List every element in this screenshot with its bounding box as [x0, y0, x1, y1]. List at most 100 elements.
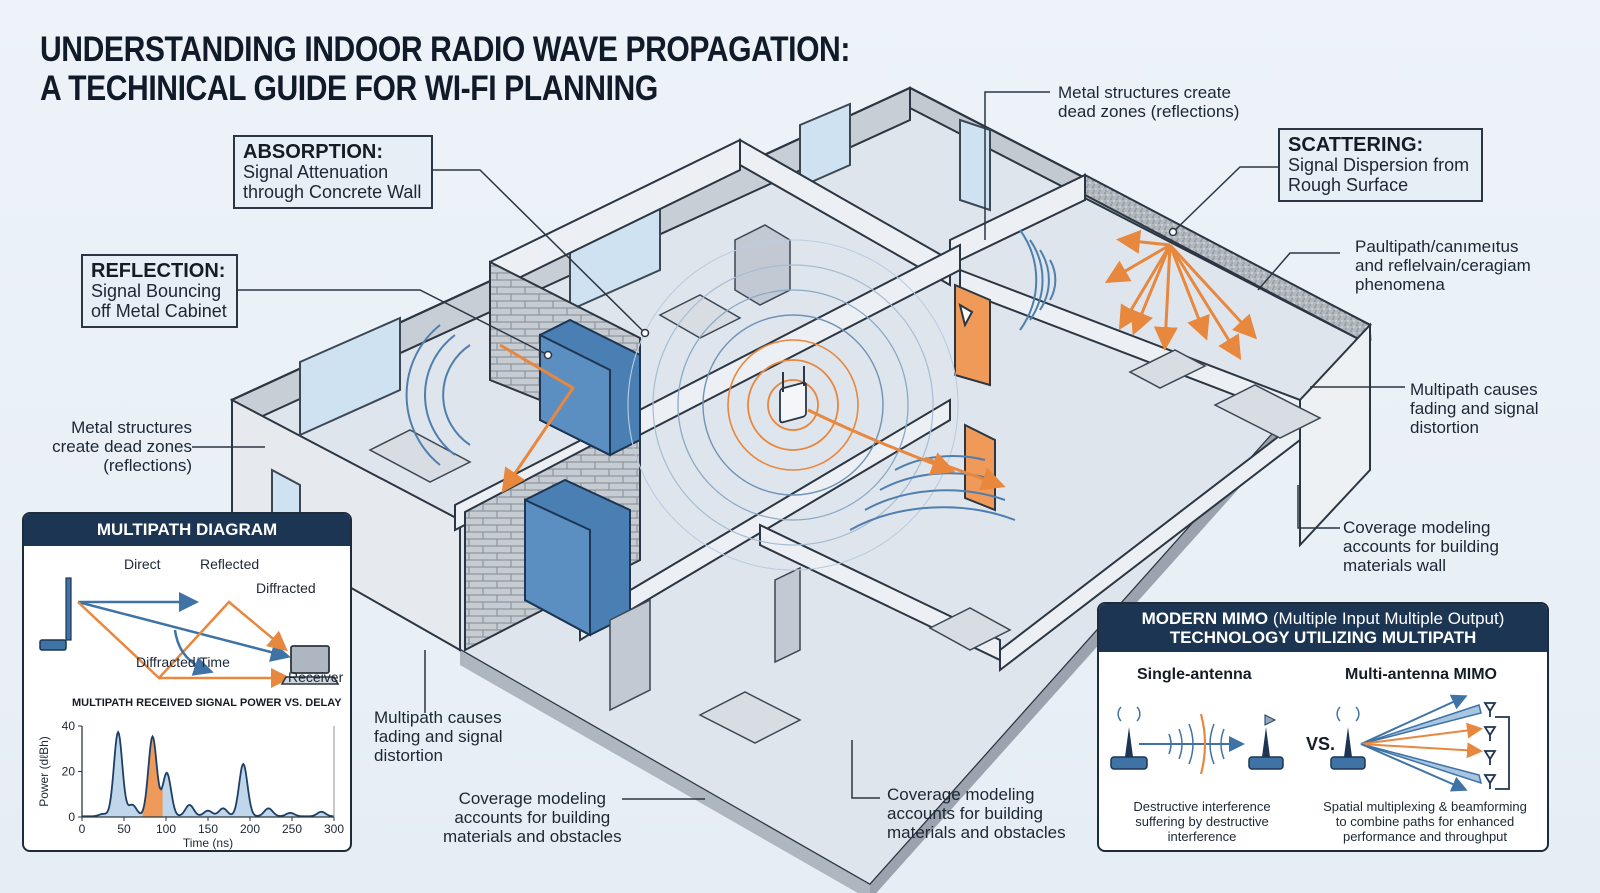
note-line: Coverage modeling [458, 789, 606, 808]
receiver-antenna-icon [1248, 714, 1284, 770]
note-line: distortion [374, 746, 443, 765]
note-line: materials and obstacles [887, 823, 1066, 842]
mimo-title-bold: MODERN MIMO [1141, 609, 1269, 628]
mimo-title-line-2: TECHNOLOGY UTILIZING MULTIPATH [1169, 628, 1477, 647]
note-line: Metal structures [71, 418, 192, 437]
laptop-icon [280, 645, 340, 685]
mimo-router-icon [1330, 706, 1366, 770]
single-antenna-router-icon [1110, 706, 1148, 770]
note-metal-left: Metal structures create dead zones (refl… [30, 418, 192, 475]
mimo-antenna-array-icon [1483, 702, 1510, 790]
x-tick-label: 0 [79, 822, 86, 836]
mimo-panel: MODERN MIMO (Multiple Input Multiple Out… [1097, 602, 1549, 852]
note-line: accounts for building [1343, 537, 1499, 556]
single-antenna-caption: Destructive interference suffering by de… [1117, 799, 1287, 844]
single-antenna-title: Single-antenna [1137, 666, 1252, 683]
mimo-title-light: (Multiple Input Multiple Output) [1272, 609, 1505, 628]
ray-arrows [499, 229, 1258, 493]
note-line: and reflelvain/ceragiam [1355, 256, 1531, 275]
interference-orange-wave [1199, 713, 1207, 775]
note-line: (reflections) [103, 456, 192, 475]
chart-title: MULTIPATH RECEIVED SIGNAL POWER VS. DELA… [72, 697, 342, 709]
absorption-line-2: through Concrete Wall [243, 182, 422, 202]
x-tick-label: 150 [198, 822, 218, 836]
reflection-line-2: off Metal Cabinet [91, 301, 227, 321]
doors [954, 283, 996, 512]
highlighted-peak [142, 736, 163, 817]
y-tick-label: 40 [62, 719, 76, 733]
title-line-2: A TECHINICAL GUIDE FOR WI-FI PLANNING [40, 69, 658, 108]
multipath-ray-diagram [39, 577, 340, 688]
note-multipath-right: Multipath causes fading and signal disto… [1410, 380, 1539, 437]
caption-line: Spatial multiplexing & beamforming [1323, 799, 1527, 814]
label-diffracted-time: Diffracted Time [136, 654, 230, 670]
note-line: accounts for building [887, 804, 1043, 823]
note-coverage-right: Coverage modeling accounts for building … [1343, 518, 1499, 575]
note-line: Multipath causes [374, 708, 502, 727]
mimo-panel-title: MODERN MIMO (Multiple Input Multiple Out… [1099, 604, 1547, 652]
x-axis-label: Time (ns) [183, 836, 233, 850]
x-tick-label: 300 [324, 822, 344, 836]
x-tick-label: 200 [240, 822, 260, 836]
absorption-heading: ABSORPTION: [243, 141, 383, 163]
label-diffracted: Diffracted [256, 580, 316, 596]
scattering-line-2: Rough Surface [1288, 175, 1409, 195]
multi-antenna-title: Multi-antenna MIMO [1345, 666, 1497, 683]
label-reflected: Reflected [200, 556, 260, 572]
multi-antenna-caption: Spatial multiplexing & beamforming to co… [1299, 799, 1547, 844]
note-line: create dead zones [52, 437, 192, 456]
note-multipath-bottom: Multipath causes fading and signal disto… [374, 708, 503, 765]
multipath-diagram-panel: MULTIPATH DIAGRAM Direct Reflected Diffr… [22, 512, 352, 852]
caption-line: suffering by destructive [1135, 814, 1269, 829]
note-line: Coverage modeling [887, 785, 1035, 804]
caption-line: to combine paths for enhanced [1335, 814, 1515, 829]
y-tick-label: 20 [62, 765, 76, 779]
reflection-line-1: Signal Bouncing [91, 281, 222, 301]
label-direct: Direct [124, 556, 161, 572]
scattering-line-1: Signal Dispersion from [1288, 155, 1470, 175]
x-tick-label: 50 [117, 822, 131, 836]
interference-waves [1168, 723, 1225, 765]
mimo-beams [1360, 694, 1483, 792]
router-icon [39, 577, 72, 651]
page-title: UNDERSTANDING INDOOR RADIO WAVE PROPAGAT… [40, 30, 850, 108]
reflection-heading: REFLECTION: [91, 260, 226, 282]
note-line: distortion [1410, 418, 1479, 437]
note-paultipath: Paultipath/canımeıtus and reflelvain/cer… [1355, 237, 1531, 294]
note-line: Coverage modeling [1343, 518, 1491, 537]
note-line: fading and signal [374, 727, 503, 746]
signal-line [82, 730, 335, 818]
vs-label: VS. [1306, 734, 1336, 754]
furniture [368, 224, 1322, 744]
note-line: fading and signal [1410, 399, 1539, 418]
mimo-illustration [1110, 694, 1510, 792]
metal-cabinets [524, 318, 641, 637]
title-line-1: UNDERSTANDING INDOOR RADIO WAVE PROPAGAT… [40, 30, 850, 69]
caption-line: performance and throughput [1342, 829, 1508, 844]
note-line: phenomena [1355, 275, 1445, 294]
x-tick-label: 100 [156, 822, 176, 836]
note-line: materials wall [1343, 556, 1446, 575]
reflection-callout: REFLECTION: Signal Bouncing off Metal Ca… [81, 254, 238, 328]
y-tick-label: 0 [68, 810, 75, 824]
note-line: accounts for building [454, 808, 611, 827]
multipath-panel-title: MULTIPATH DIAGRAM [24, 514, 350, 546]
wifi-access-point [779, 366, 807, 424]
note-line: Multipath causes [1410, 380, 1538, 399]
caption-line: Destructive interference [1133, 799, 1271, 814]
scattering-heading: SCATTERING: [1288, 134, 1424, 156]
absorption-callout: ABSORPTION: Signal Attenuation through C… [233, 135, 433, 209]
note-metal-top: Metal structures create dead zones (refl… [1058, 83, 1239, 121]
y-axis-label: Power (dℓBh) [37, 736, 51, 807]
note-line: Metal structures create [1058, 83, 1231, 102]
caption-line: interference [1167, 829, 1237, 844]
x-tick-label: 250 [282, 822, 302, 836]
note-coverage-bottom-mid: Coverage modeling accounts for building … [887, 785, 1066, 842]
absorption-line-1: Signal Attenuation [243, 162, 389, 182]
note-line: Paultipath/canımeıtus [1355, 237, 1519, 256]
note-coverage-bottom-left: Coverage modeling accounts for building … [443, 789, 622, 846]
scattering-callout: SCATTERING: Signal Dispersion from Rough… [1278, 128, 1483, 202]
leader-lines [192, 91, 1405, 800]
label-receiver: Receiver [288, 669, 344, 685]
